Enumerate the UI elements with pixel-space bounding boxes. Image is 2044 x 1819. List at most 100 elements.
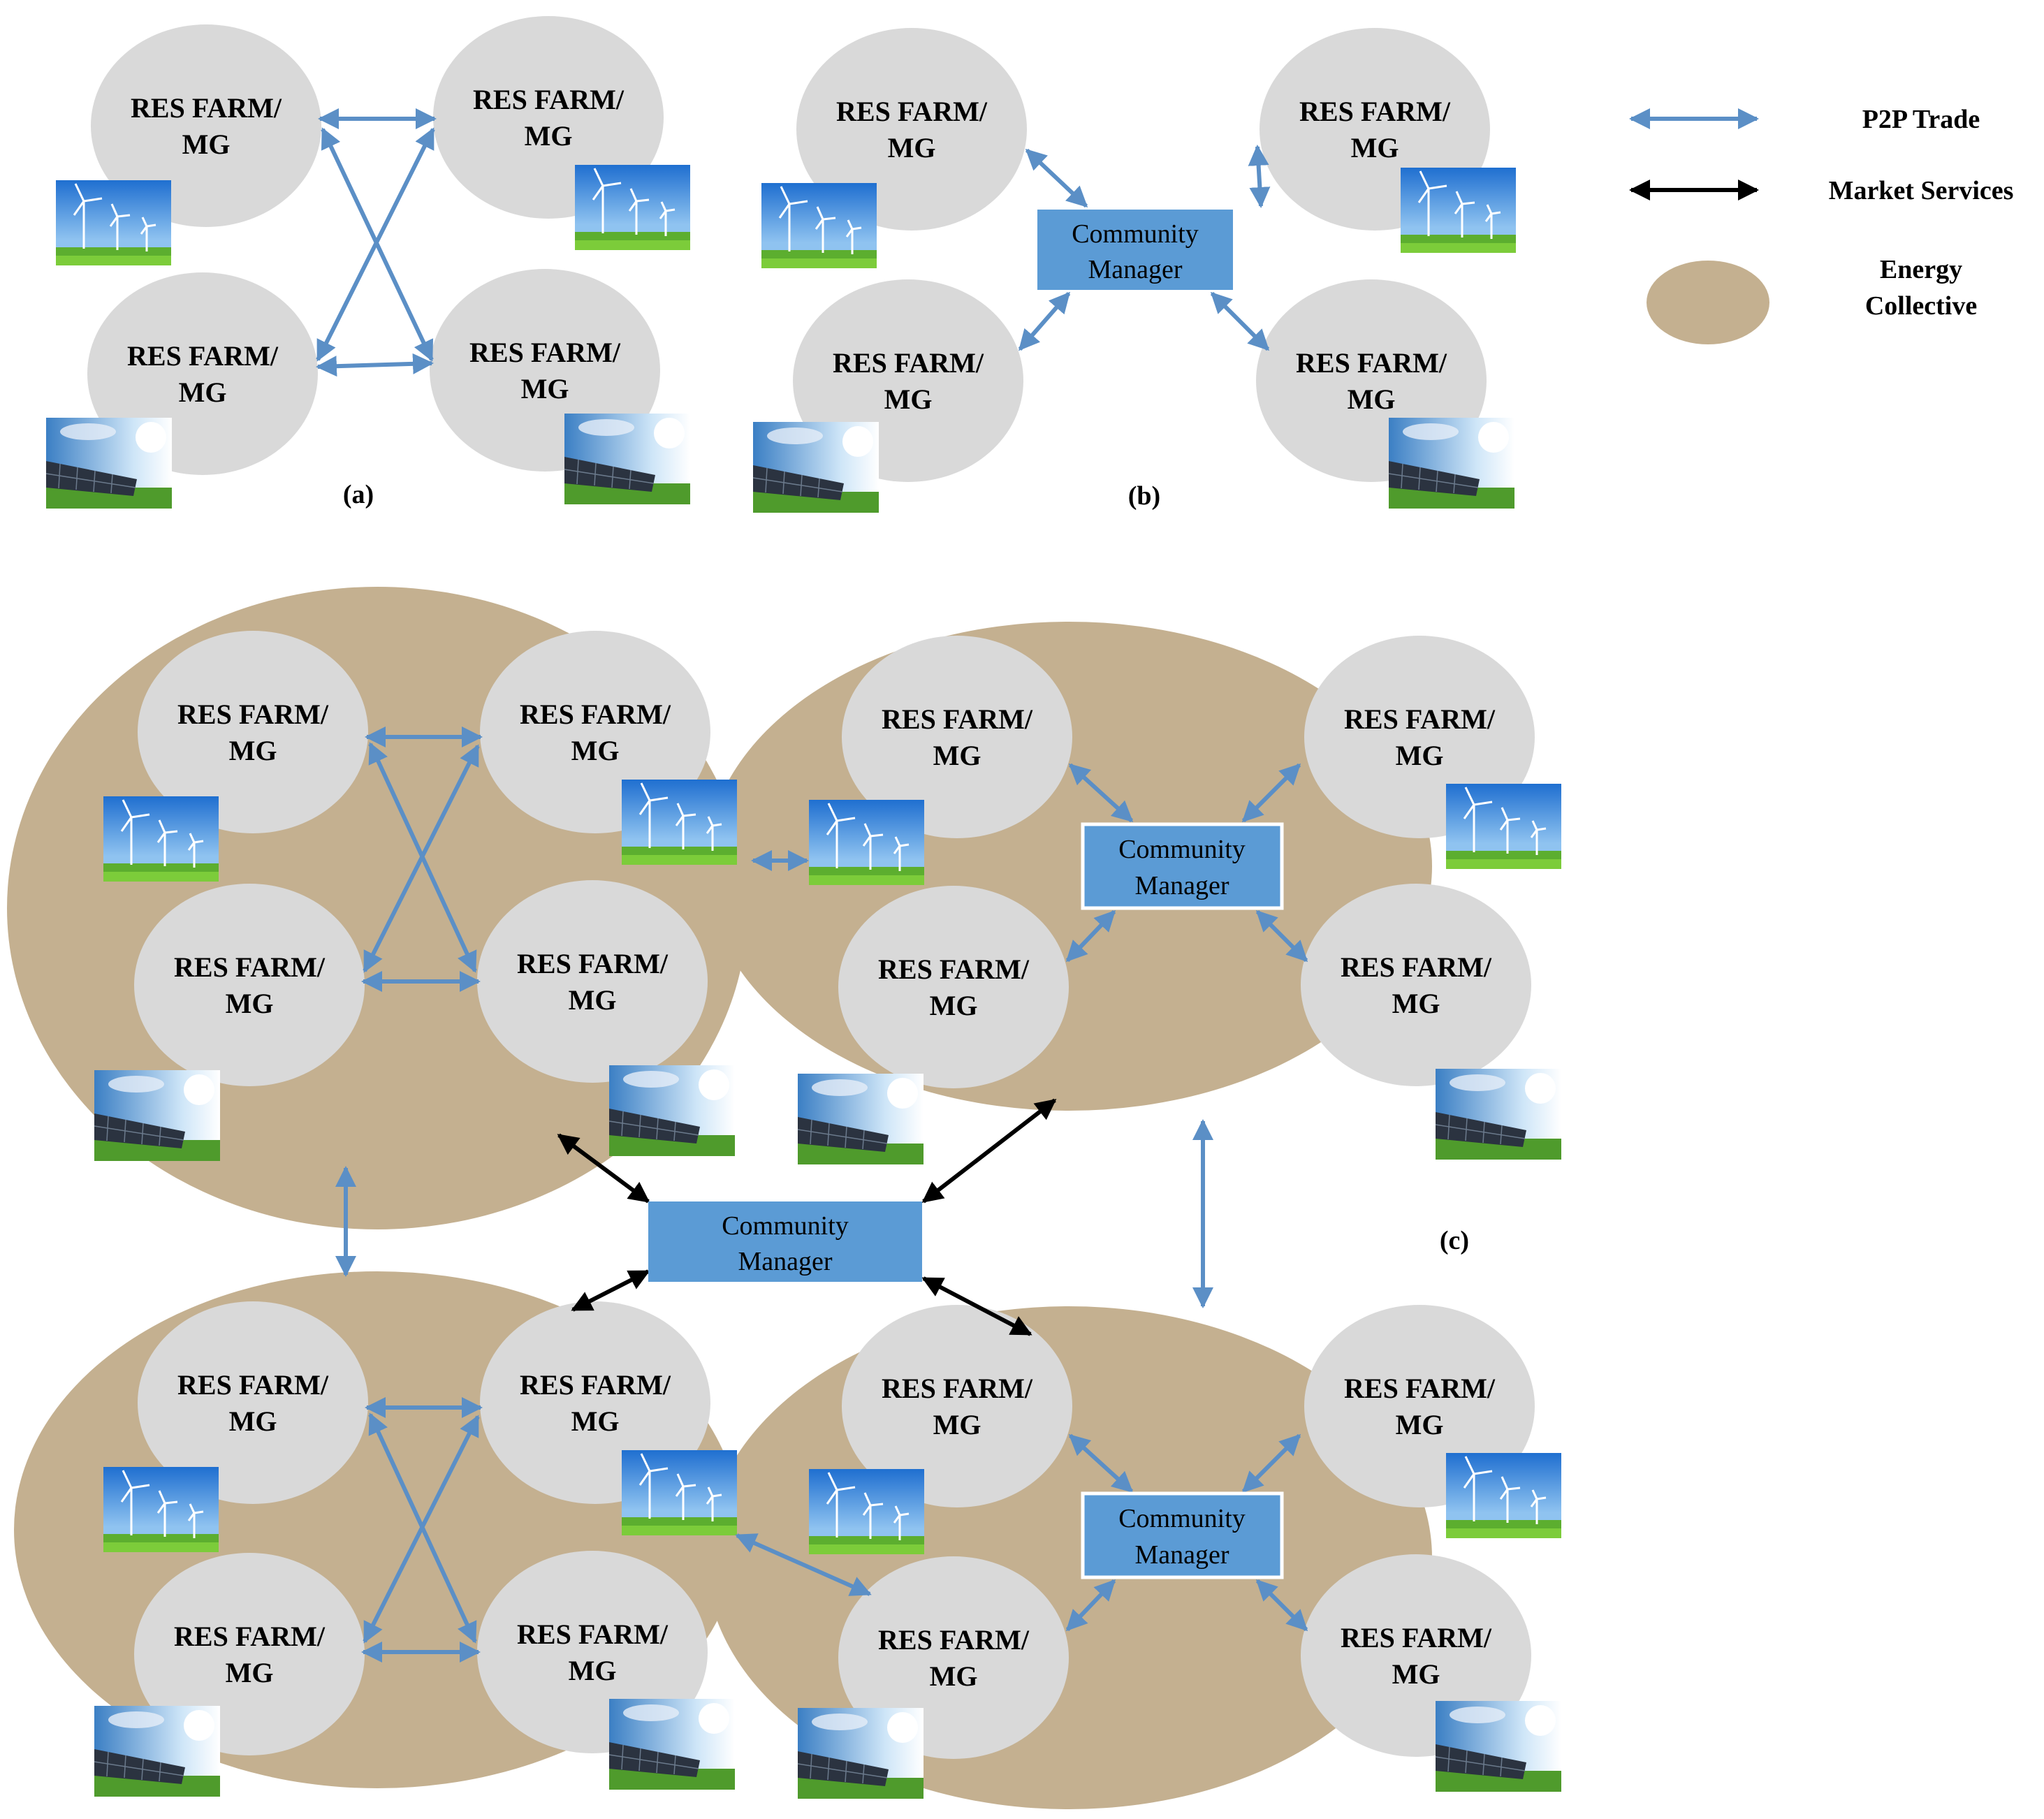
- p2p-trade-arrow-19: [363, 1415, 480, 1644]
- solar-panel-image: [1435, 1700, 1562, 1792]
- node-label-line2: MG: [933, 1409, 981, 1440]
- solar-panel-image: [94, 1069, 221, 1162]
- p2p-trade-arrow-22: [1065, 1579, 1116, 1632]
- node-label-line1: RES FARM/: [177, 699, 329, 730]
- svg-text:Community: Community: [1072, 219, 1199, 249]
- node-label-line1: RES FARM/: [517, 948, 669, 979]
- node-label-line2: MG: [569, 984, 617, 1016]
- node-label-line2: MG: [569, 1655, 617, 1686]
- panel-label-a: (a): [343, 480, 374, 509]
- svg-text:Manager: Manager: [738, 1247, 832, 1276]
- node-ellipse: [134, 884, 365, 1086]
- node-label-line1: RES FARM/: [878, 1624, 1030, 1656]
- node-label-line2: MG: [1396, 1409, 1444, 1440]
- node-label-line1: RES FARM/: [174, 951, 326, 983]
- p2p-trade-arrow-23: [1255, 1579, 1308, 1632]
- node-res-farm-mg-c3-tl: RES FARM/MG: [102, 1301, 368, 1554]
- legend: P2P Trade Market Services Energy Collect…: [1629, 105, 2013, 321]
- node-ellipse: [1301, 884, 1531, 1086]
- wind-turbine-image: [574, 163, 692, 251]
- node-label-line1: RES FARM/: [1344, 1373, 1496, 1404]
- p2p-trade-arrow-15: [1255, 910, 1308, 963]
- node-label-line2: MG: [226, 1657, 274, 1688]
- p2p-trade-arrow-20: [1068, 1433, 1134, 1493]
- node-label-line2: MG: [888, 132, 936, 163]
- solar-panel-image: [797, 1707, 924, 1799]
- node-res-farm-mg-a-tr: RES FARM/MG: [433, 16, 692, 251]
- node-ellipse: [134, 1553, 365, 1755]
- node-res-farm-mg-a-bl: RES FARM/MG: [45, 272, 318, 509]
- node-res-farm-mg-c1-tr: RES FARM/MG: [480, 631, 738, 866]
- p2p-trade-arrow-4: [1025, 148, 1088, 208]
- wind-turbine-image: [760, 182, 878, 270]
- wind-turbine-image: [102, 795, 220, 883]
- p2p-trade-arrow-27: [735, 1533, 872, 1596]
- node-res-farm-mg-c3-bl: RES FARM/MG: [94, 1553, 365, 1797]
- node-ellipse: [91, 24, 321, 227]
- node-ellipse: [138, 1301, 368, 1504]
- solar-panel-image: [608, 1065, 736, 1157]
- node-label-line2: MG: [930, 1660, 978, 1692]
- p2p-trade-arrow-5: [1248, 145, 1271, 208]
- market-services-arrow-28: [557, 1133, 650, 1204]
- community-manager-c-top-right: Community Manager: [1081, 822, 1284, 910]
- node-label-line2: MG: [179, 377, 227, 408]
- node-label-line1: RES FARM/: [520, 699, 671, 730]
- node-label-line1: RES FARM/: [469, 337, 621, 368]
- node-label-line2: MG: [229, 735, 277, 766]
- wind-turbine-image: [620, 778, 738, 866]
- svg-text:Community: Community: [1118, 1504, 1246, 1533]
- node-res-farm-mg-b-br: RES FARM/MG: [1256, 279, 1515, 509]
- panel-label-c: (c): [1440, 1226, 1469, 1255]
- node-res-farm-mg-c1-tl: RES FARM/MG: [102, 631, 368, 883]
- solar-panel-image: [94, 1705, 221, 1797]
- panel-label-b: (b): [1128, 481, 1160, 511]
- node-label-line2: MG: [571, 1405, 620, 1437]
- node-ellipse: [842, 636, 1072, 838]
- node-label-line1: RES FARM/: [882, 1373, 1033, 1404]
- solar-panel-image: [564, 413, 691, 505]
- p2p-trade-arrow-12: [1068, 763, 1134, 823]
- node-res-farm-mg-c3-br: RES FARM/MG: [477, 1551, 736, 1790]
- svg-text:Community: Community: [722, 1211, 849, 1241]
- node-label-line1: RES FARM/: [517, 1619, 669, 1650]
- node-res-farm-mg-c4-bl: RES FARM/MG: [797, 1556, 1069, 1799]
- wind-turbine-image: [620, 1449, 738, 1537]
- p2p-trade-arrow-14: [1065, 910, 1116, 963]
- p2p-trade-arrow-11: [363, 744, 480, 973]
- node-label-line2: MG: [1351, 132, 1399, 163]
- node-res-farm-mg-b-tr: RES FARM/MG: [1260, 28, 1517, 254]
- node-label-line1: RES FARM/: [177, 1369, 329, 1401]
- solar-panel-image: [797, 1073, 924, 1165]
- wind-turbine-image: [1445, 1452, 1563, 1540]
- wind-turbine-image: [808, 798, 926, 886]
- node-ellipse: [138, 631, 368, 833]
- node-res-farm-mg-c2-tl: RES FARM/MG: [808, 636, 1072, 886]
- p2p-trade-arrow-3: [316, 127, 435, 362]
- community-manager-b: Community Manager: [1037, 210, 1233, 290]
- node-label-line1: RES FARM/: [1341, 951, 1492, 983]
- node-res-farm-mg-a-br: RES FARM/MG: [430, 269, 691, 505]
- node-label-line1: RES FARM/: [836, 96, 988, 127]
- svg-text:Manager: Manager: [1088, 255, 1182, 284]
- p2p-trade-arrow-1: [316, 353, 434, 377]
- node-res-farm-mg-c4-br: RES FARM/MG: [1301, 1554, 1562, 1792]
- node-label-line1: RES FARM/: [833, 347, 984, 379]
- p2p-trade-arrow-13: [1241, 763, 1301, 823]
- node-ellipse: [838, 886, 1069, 1088]
- wind-turbine-image: [1445, 782, 1563, 870]
- svg-text:Community: Community: [1118, 835, 1246, 864]
- node-ellipse: [842, 1305, 1072, 1507]
- p2p-trade-arrow-7: [1210, 291, 1270, 351]
- node-res-farm-mg-c1-bl: RES FARM/MG: [94, 884, 365, 1162]
- p2p-trade-arrow-21: [1241, 1433, 1301, 1493]
- p2p-trade-arrow-6: [1018, 291, 1071, 351]
- node-label-line2: MG: [1392, 988, 1440, 1019]
- node-label-line1: RES FARM/: [131, 92, 282, 124]
- node-label-line1: RES FARM/: [127, 340, 279, 372]
- node-res-farm-mg-c1-br: RES FARM/MG: [477, 880, 736, 1157]
- node-res-farm-mg-c4-tr: RES FARM/MG: [1304, 1305, 1563, 1540]
- node-label-line2: MG: [1396, 740, 1444, 771]
- community-manager-c-central: Community Manager: [648, 1201, 922, 1282]
